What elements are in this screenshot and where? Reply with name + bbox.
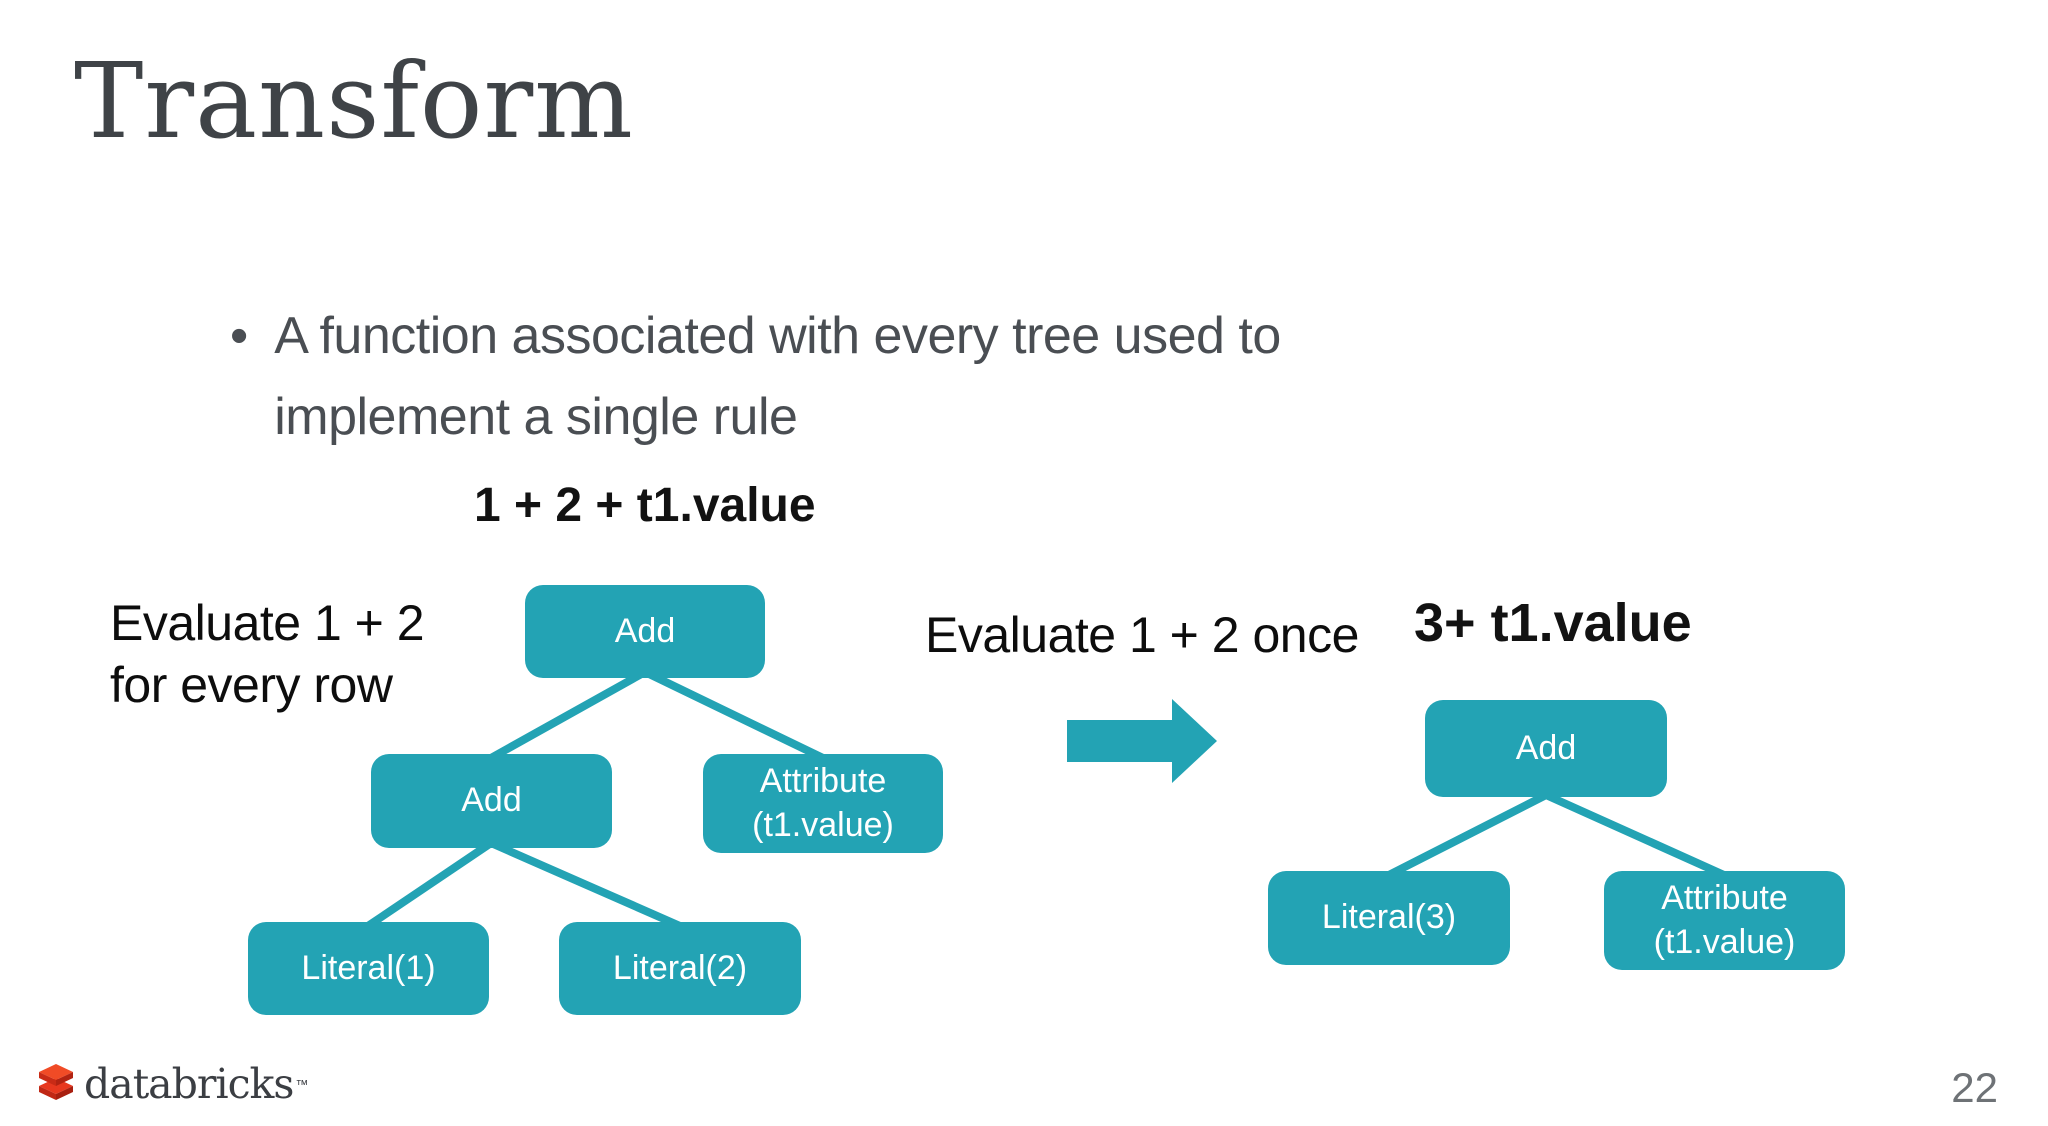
result-expression-label: 3+ t1.value xyxy=(1414,593,1692,653)
trademark-symbol: ™ xyxy=(295,1076,309,1092)
node-label: Attribute xyxy=(759,761,887,800)
bullet-glyph: • xyxy=(230,307,249,365)
tree-node-literal3: Literal(3) xyxy=(1268,871,1510,965)
bullet-item: • A function associated with every tree … xyxy=(230,296,1281,457)
tree-node-left-root-add: Add xyxy=(525,585,765,678)
node-label: Attribute xyxy=(1661,878,1788,917)
tree-node-right-attribute: Attribute (t1.value) xyxy=(1604,871,1845,970)
node-label: Literal(3) xyxy=(1321,898,1457,937)
bullet-text-line1: A function associated with every tree us… xyxy=(274,307,1281,365)
node-label: Literal(2) xyxy=(612,948,748,987)
databricks-logo: databricks ™ xyxy=(36,1060,308,1108)
node-label: (t1.value) xyxy=(1653,922,1796,961)
node-label: Add xyxy=(1515,728,1577,767)
databricks-wordmark: databricks xyxy=(84,1060,294,1108)
node-label: Literal(1) xyxy=(301,948,436,987)
bullet-text-line2: implement a single rule xyxy=(274,387,798,446)
left-caption: Evaluate 1 + 2 for every row xyxy=(110,592,425,716)
tree-node-literal1: Literal(1) xyxy=(248,922,489,1015)
middle-caption: Evaluate 1 + 2 once xyxy=(925,607,1359,663)
left-caption-line1: Evaluate 1 + 2 xyxy=(110,595,425,651)
node-label: Add xyxy=(461,781,522,820)
databricks-logo-icon xyxy=(39,1064,73,1100)
tree-node-right-root-add: Add xyxy=(1425,700,1667,797)
expression-label: 1 + 2 + t1.value xyxy=(474,479,816,532)
page-number: 22 xyxy=(1951,1064,1998,1111)
node-label: Add xyxy=(614,611,676,650)
tree-node-left-attribute: Attribute (t1.value) xyxy=(703,754,943,853)
slide-title: Transform xyxy=(74,40,634,162)
tree-node-left-mid-add: Add xyxy=(371,754,612,848)
tree-node-literal2: Literal(2) xyxy=(559,922,801,1015)
node-label: (t1.value) xyxy=(752,805,894,844)
transform-arrow-icon xyxy=(1067,699,1217,783)
left-caption-line2: for every row xyxy=(110,657,393,713)
bullet-text: A function associated with every tree us… xyxy=(274,296,1281,457)
